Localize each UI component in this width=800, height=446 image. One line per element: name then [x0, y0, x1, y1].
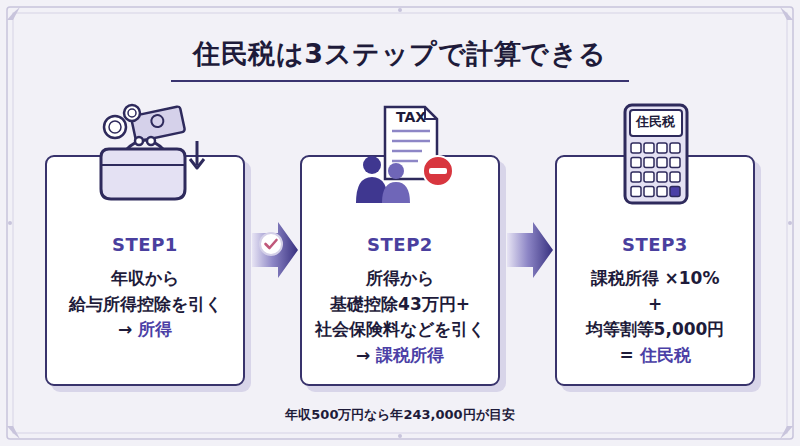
step-label: STEP2: [310, 231, 490, 258]
result-text: → 所得: [55, 317, 235, 343]
result-text: → 課税所得: [310, 343, 490, 369]
step-text: 均等割等5,000円: [565, 317, 745, 343]
step-text: 課税所得 ×10%: [565, 266, 745, 292]
flow-arrow: [507, 222, 553, 278]
wallet-icon: [85, 105, 205, 205]
form-label: TAX: [385, 108, 437, 126]
step-box: STEP2 所得から 基礎控除43万円+ 社会保険料などを引く→ 課税所得: [300, 155, 500, 386]
step-text: 年収から 給与所得控除を引く: [55, 266, 235, 317]
flow-arrow: [252, 222, 298, 278]
screen-label: 住民税: [630, 111, 680, 132]
step-text: +: [565, 292, 745, 318]
step-box: STEP1 年収から 給与所得控除を引く→ 所得: [45, 155, 245, 386]
title-wrap: 住民税は3ステップで計算できる: [0, 36, 800, 82]
step-text: 所得から 基礎控除43万円+ 社会保険料などを引く: [310, 266, 490, 343]
caption: 年収500万円なら年243,000円が目安: [285, 407, 514, 422]
result-text: = 住民税: [565, 343, 745, 369]
diagram-title: 住民税は3ステップで計算できる: [171, 36, 628, 82]
step-label: STEP1: [55, 231, 235, 258]
caption-wrap: 年収500万円なら年243,000円が目安: [0, 404, 800, 424]
step-box: STEP3 課税所得 ×10%+均等割等5,000円= 住民税: [555, 155, 755, 386]
step-label: STEP3: [565, 231, 745, 258]
